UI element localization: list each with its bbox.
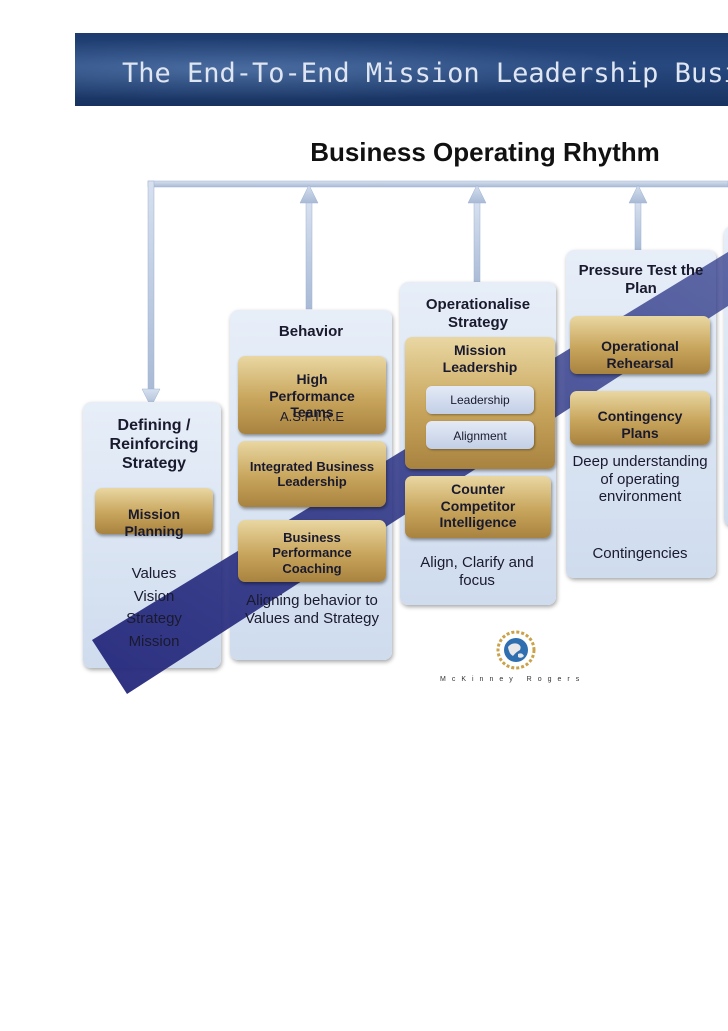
arrow-up-col2 xyxy=(299,184,319,204)
operational-rehearsal-label: Operational Rehearsal xyxy=(601,338,679,371)
counter-competitor-intelligence-box: Counter Competitor Intelligence xyxy=(405,476,551,538)
title-banner: The End-To-End Mission Leadership Busin xyxy=(75,33,728,106)
brand-name: McKinney Rogers xyxy=(440,676,586,683)
mission-planning-label: Mission Planning xyxy=(124,506,184,539)
high-performance-teams-box: High Performance Teams A.S.P.I.R.E xyxy=(238,356,386,434)
rhythm-connectors xyxy=(141,180,728,408)
integrated-business-leadership-label: Integrated Business Leadership xyxy=(249,459,375,490)
col3-heading: Operationalise Strategy xyxy=(425,296,531,331)
high-performance-teams-label: High Performance Teams xyxy=(269,371,355,421)
diagram-subtitle: Business Operating Rhythm xyxy=(310,137,660,167)
banner-title: The End-To-End Mission Leadership Busin xyxy=(122,58,728,89)
alignment-pill-label: Alignment xyxy=(453,429,507,443)
strategy-item: Strategy xyxy=(126,610,182,627)
alignment-pill: Alignment xyxy=(426,421,534,449)
col1-heading: Defining / Reinforcing Strategy xyxy=(109,417,199,472)
contingency-plans-label: Contingency Plans xyxy=(597,408,683,441)
arrow-down-col1 xyxy=(141,388,161,408)
leadership-pill: Leadership xyxy=(426,386,534,414)
integrated-business-leadership-box: Integrated Business Leadership xyxy=(238,441,386,507)
banner-globe-background xyxy=(75,33,728,106)
col3-footer: Align, Clarify and focus xyxy=(420,554,534,589)
operational-rehearsal-box: Operational Rehearsal xyxy=(570,316,710,374)
mission-planning-box: Mission Planning xyxy=(95,488,213,539)
operating-environment-text: Deep understanding of operating environm… xyxy=(572,453,708,506)
vision-item: Vision xyxy=(133,588,175,605)
business-performance-coaching-label: Business Performance Coaching xyxy=(272,530,352,576)
col4-heading: Pressure Test the Plan xyxy=(578,262,704,297)
contingency-plans-box: Contingency Plans xyxy=(570,391,710,445)
aspire-label: A.S.P.I.R.E xyxy=(279,409,345,424)
counter-competitor-intelligence-label: Counter Competitor Intelligence xyxy=(439,481,517,531)
business-performance-coaching-box: Business Performance Coaching xyxy=(238,520,386,582)
col2-footer: Aligning behavior to Values and Strategy xyxy=(245,592,379,627)
arrow-up-col3 xyxy=(467,184,487,204)
value-item: Values xyxy=(131,565,177,582)
contingencies-text: Contingencies xyxy=(592,545,688,562)
mission-item: Mission xyxy=(128,633,180,650)
column-next-partial xyxy=(724,226,728,526)
mission-leadership-label: Mission Leadership xyxy=(442,342,518,375)
col2-heading: Behavior xyxy=(278,323,344,340)
globe-laurel-icon xyxy=(496,630,536,670)
arrow-up-col4 xyxy=(628,184,648,204)
leadership-pill-label: Leadership xyxy=(450,393,510,407)
